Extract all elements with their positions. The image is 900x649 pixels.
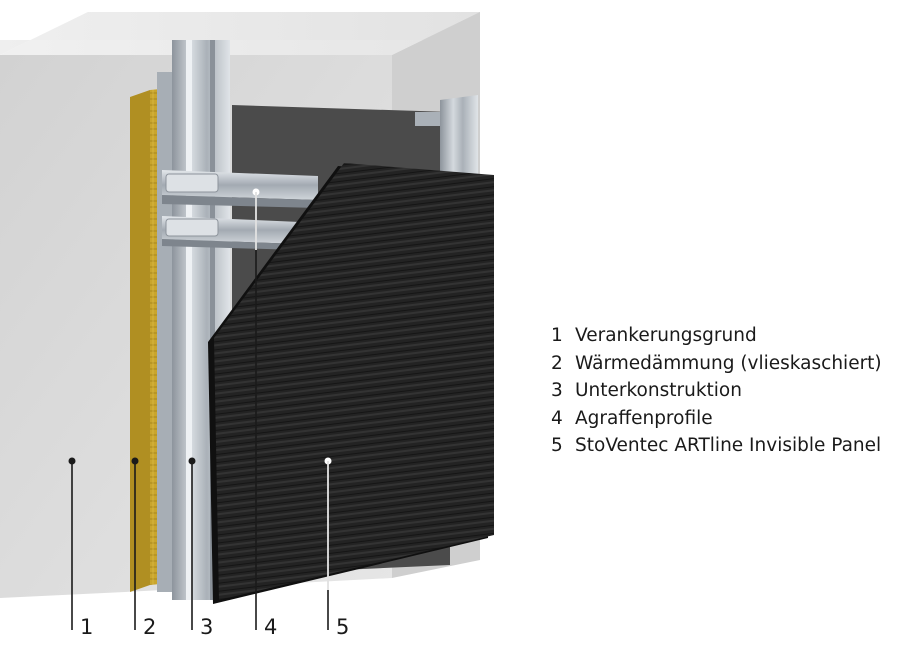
legend-item: 4 Agraffenprofile [551,405,882,433]
legend-number: 2 [551,352,563,374]
legend-item: 5 StoVentec ARTline Invisible Panel [551,432,882,460]
legend-number: 3 [551,380,563,401]
legend-label: StoVentec ARTline Invisible Panel [575,435,882,456]
callout-number-4: 4 [264,615,277,639]
legend-number: 1 [551,325,563,346]
artline-panel [208,163,494,604]
legend-number: 5 [551,435,563,456]
legend-label: Unterkonstruktion [575,380,742,401]
callout-numbers: 1 2 3 4 5 [80,615,349,639]
legend-label: Wärmedämmung (vlieskaschiert) [575,352,882,374]
callout-number-2: 2 [143,615,156,639]
callout-number-1: 1 [80,615,93,639]
legend-item: 2 Wärmedämmung (vlieskaschiert) [551,350,882,378]
legend-label: Agraffenprofile [575,407,713,429]
callout-number-3: 3 [200,615,213,639]
agraffe-profiles [162,170,318,250]
legend-item: 3 Unterkonstruktion [551,377,882,405]
legend-number: 4 [551,407,563,429]
legend: 1 Verankerungsgrund 2 Wärmedämmung (vliesk… [551,322,882,460]
callout-number-5: 5 [336,615,349,639]
legend-label: Verankerungsgrund [575,325,757,346]
callout-markers [68,188,332,630]
legend-item: 1 Verankerungsgrund [551,322,882,350]
